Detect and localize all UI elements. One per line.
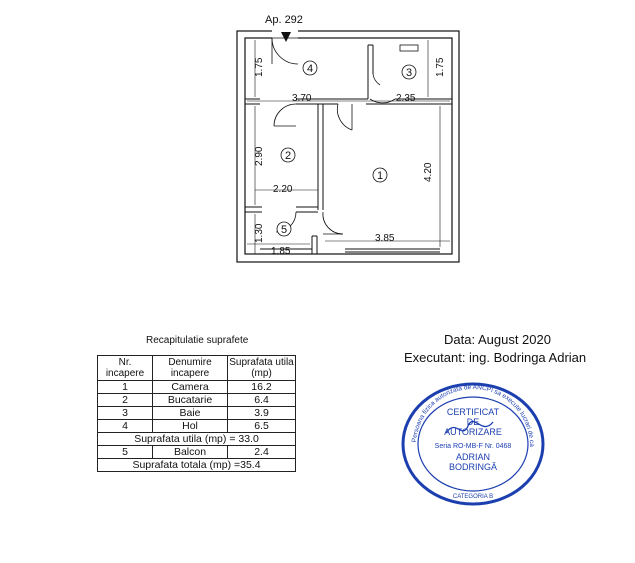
outer-wall-inner <box>244 37 453 255</box>
dim-220: 2.20 <box>273 184 293 195</box>
recap-header-row: Nr. incapere Denumire incapere Suprafata… <box>97 355 296 381</box>
stamp-line3: AUTORIZARE <box>444 427 502 437</box>
stamp-name1: ADRIAN <box>456 452 490 462</box>
row-area: 16.2 <box>227 380 296 394</box>
dim-290: 2.90 <box>254 146 265 166</box>
room-number-4: 4 <box>307 63 313 75</box>
stamp-outer-ring <box>401 382 545 506</box>
authorization-stamp: Persoana fizica autorizata de ANCPI sa e… <box>398 378 545 506</box>
dim-420: 4.20 <box>423 162 434 182</box>
room-number-1: 1 <box>377 170 383 182</box>
subtotal-row: Suprafata utila (mp) = 33.0 <box>97 432 296 446</box>
room-number-3: 3 <box>406 67 412 79</box>
bath-fixture <box>399 44 419 52</box>
dim-130: 1.30 <box>254 223 265 243</box>
entrance-arrow-icon <box>281 32 291 42</box>
header-area: Suprafata utila (mp) <box>227 355 296 381</box>
row-area: 2.4 <box>227 445 296 459</box>
executant-label: Executant: ing. Bodringa Adrian <box>404 350 587 365</box>
recap-title: Recapitulatie suprafete <box>146 335 249 346</box>
stamp-name2: BODRINGĂ <box>449 462 497 472</box>
row-nr: 2 <box>97 393 153 407</box>
floor-plan: 1.75 1.75 3.70 2.35 2.90 4.20 2.20 1.30 … <box>236 14 460 263</box>
dim-185: 1.85 <box>271 246 291 257</box>
row-name: Bucatarie <box>152 393 228 407</box>
date-label: Data: August 2020 <box>444 332 551 347</box>
room-number-5: 5 <box>281 224 287 236</box>
recap-table: Nr. incapere Denumire incapere Suprafata… <box>97 355 296 472</box>
stamp-inner-ring <box>417 396 529 492</box>
header-name: Denumire incapere <box>152 355 228 381</box>
entrance-door-arc <box>271 37 299 65</box>
row-area: 3.9 <box>227 406 296 420</box>
row-nr: 3 <box>97 406 153 420</box>
header-nr: Nr. incapere <box>97 355 153 381</box>
row-nr: 1 <box>97 380 153 394</box>
row-area: 6.4 <box>227 393 296 407</box>
outer-wall-outer <box>236 30 460 263</box>
dim-385: 3.85 <box>375 233 395 244</box>
room-number-2: 2 <box>285 150 291 162</box>
row-nr: 5 <box>97 445 153 459</box>
row-name: Balcon <box>152 445 228 459</box>
table-row: 4 Hol 6.5 <box>97 419 296 433</box>
stamp-series: Seria RO-MB-F Nr. 0468 <box>435 443 512 450</box>
dim-370: 3.70 <box>292 93 312 104</box>
row-area: 6.5 <box>227 419 296 433</box>
apartment-label: Ap. 292 <box>265 14 303 26</box>
row-name: Baie <box>152 406 228 420</box>
table-row: 1 Camera 16.2 <box>97 380 296 394</box>
dim-left-hol: 1.75 <box>254 57 265 77</box>
row-name: Camera <box>152 380 228 394</box>
stamp-line1: CERTIFICAT <box>447 407 500 417</box>
total-row: Suprafata totala (mp) =35.4 <box>97 458 296 472</box>
stamp-signature <box>445 420 494 434</box>
table-row: 3 Baie 3.9 <box>97 406 296 420</box>
table-row: 2 Bucatarie 6.4 <box>97 393 296 407</box>
dim-235: 2.35 <box>396 93 416 104</box>
row-nr: 4 <box>97 419 153 433</box>
total-suprafata: Suprafata totala (mp) =35.4 <box>97 458 296 472</box>
table-row: 5 Balcon 2.4 <box>97 445 296 459</box>
row-name: Hol <box>152 419 228 433</box>
subtotal-utila: Suprafata utila (mp) = 33.0 <box>97 432 296 446</box>
stamp-category: CATEGORIA B <box>453 494 493 500</box>
dim-right-baie: 1.75 <box>435 57 446 77</box>
